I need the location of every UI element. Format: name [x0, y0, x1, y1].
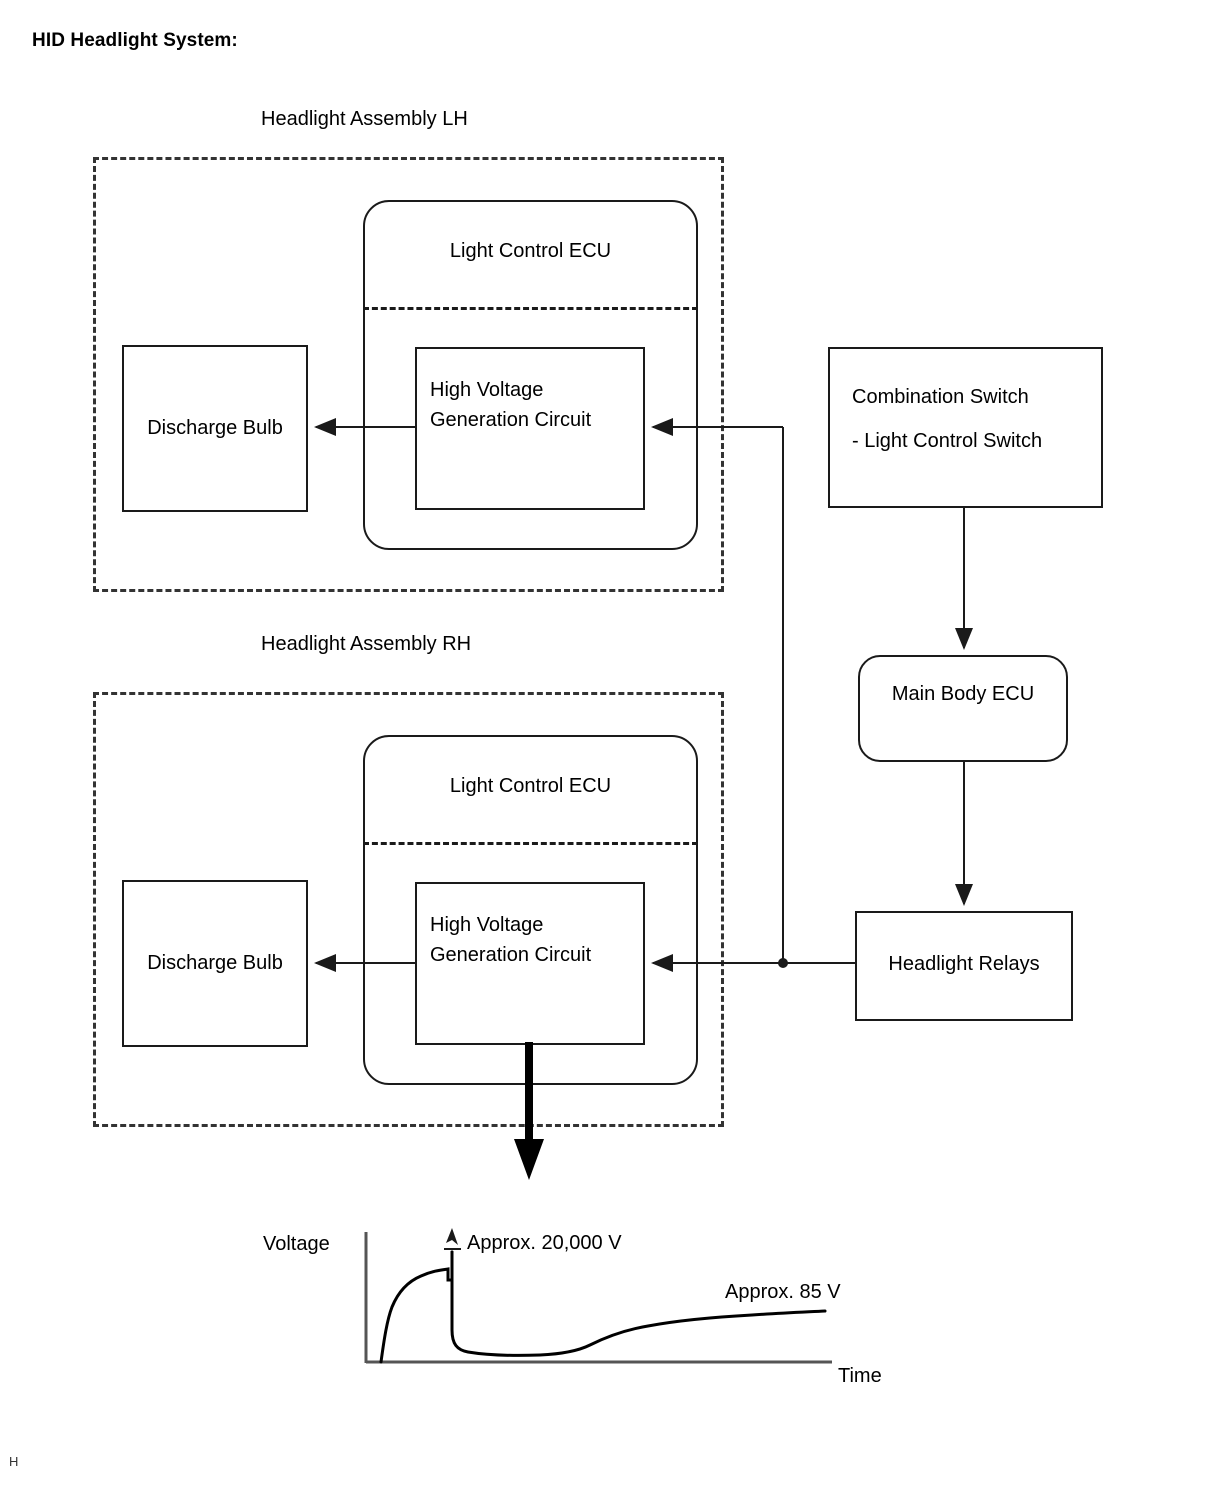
headlight-relays-label: Headlight Relays	[888, 953, 1040, 975]
high-voltage-generation-circuit-rh-label: High Voltage Generation Circuit	[430, 910, 591, 970]
chart-annotation-spike: Approx. 20,000 V	[467, 1232, 622, 1254]
hvgc-rh-line-1: High Voltage	[430, 914, 544, 936]
light-control-ecu-rh-label: Light Control ECU	[449, 775, 612, 797]
chart-x-axis-label: Time	[838, 1365, 882, 1387]
discharge-bulb-rh-label: Discharge Bulb	[147, 952, 283, 974]
discharge-bulb-lh[interactable]: Discharge Bulb	[122, 345, 308, 512]
hvgc-rh-line-2: Generation Circuit	[430, 944, 592, 966]
spike-peak-marker	[446, 1228, 458, 1245]
main-body-ecu[interactable]: Main Body ECU	[858, 655, 1068, 762]
high-voltage-generation-circuit-lh-label: High Voltage Generation Circuit	[430, 375, 591, 435]
chart-series-voltage-after-spike	[450, 1250, 827, 1357]
high-voltage-generation-circuit-rh[interactable]: High Voltage Generation Circuit	[415, 882, 645, 1045]
chart-series-voltage	[379, 1250, 454, 1364]
main-body-ecu-label: Main Body ECU	[891, 683, 1035, 705]
light-control-switch-label: - Light Control Switch	[852, 430, 1043, 452]
headlight-assembly-rh-boundary	[93, 692, 724, 1127]
ecu-divider-rh	[363, 842, 698, 845]
hvgc-lh-line-2: Generation Circuit	[430, 409, 592, 431]
headlight-relays[interactable]: Headlight Relays	[855, 911, 1073, 1021]
page-title: HID Headlight System:	[32, 30, 238, 51]
chart-annotation-steady: Approx. 85 V	[725, 1281, 841, 1303]
assembly-caption-rh: Headlight Assembly RH	[261, 633, 472, 655]
light-control-ecu-lh-label: Light Control ECU	[449, 240, 612, 262]
high-voltage-generation-circuit-lh[interactable]: High Voltage Generation Circuit	[415, 347, 645, 510]
combination-switch[interactable]: Combination Switch - Light Control Switc…	[828, 347, 1103, 508]
headlight-assembly-lh-boundary	[93, 157, 724, 592]
page-footer-marker: H	[9, 1454, 19, 1469]
chart-y-axis-label: Voltage	[263, 1233, 330, 1255]
hvgc-lh-line-1: High Voltage	[430, 379, 544, 401]
discharge-bulb-rh[interactable]: Discharge Bulb	[122, 880, 308, 1047]
assembly-caption-lh: Headlight Assembly LH	[261, 108, 468, 130]
ecu-divider-lh	[363, 307, 698, 310]
discharge-bulb-lh-label: Discharge Bulb	[147, 417, 283, 439]
combination-switch-label: Combination Switch	[852, 386, 1029, 408]
